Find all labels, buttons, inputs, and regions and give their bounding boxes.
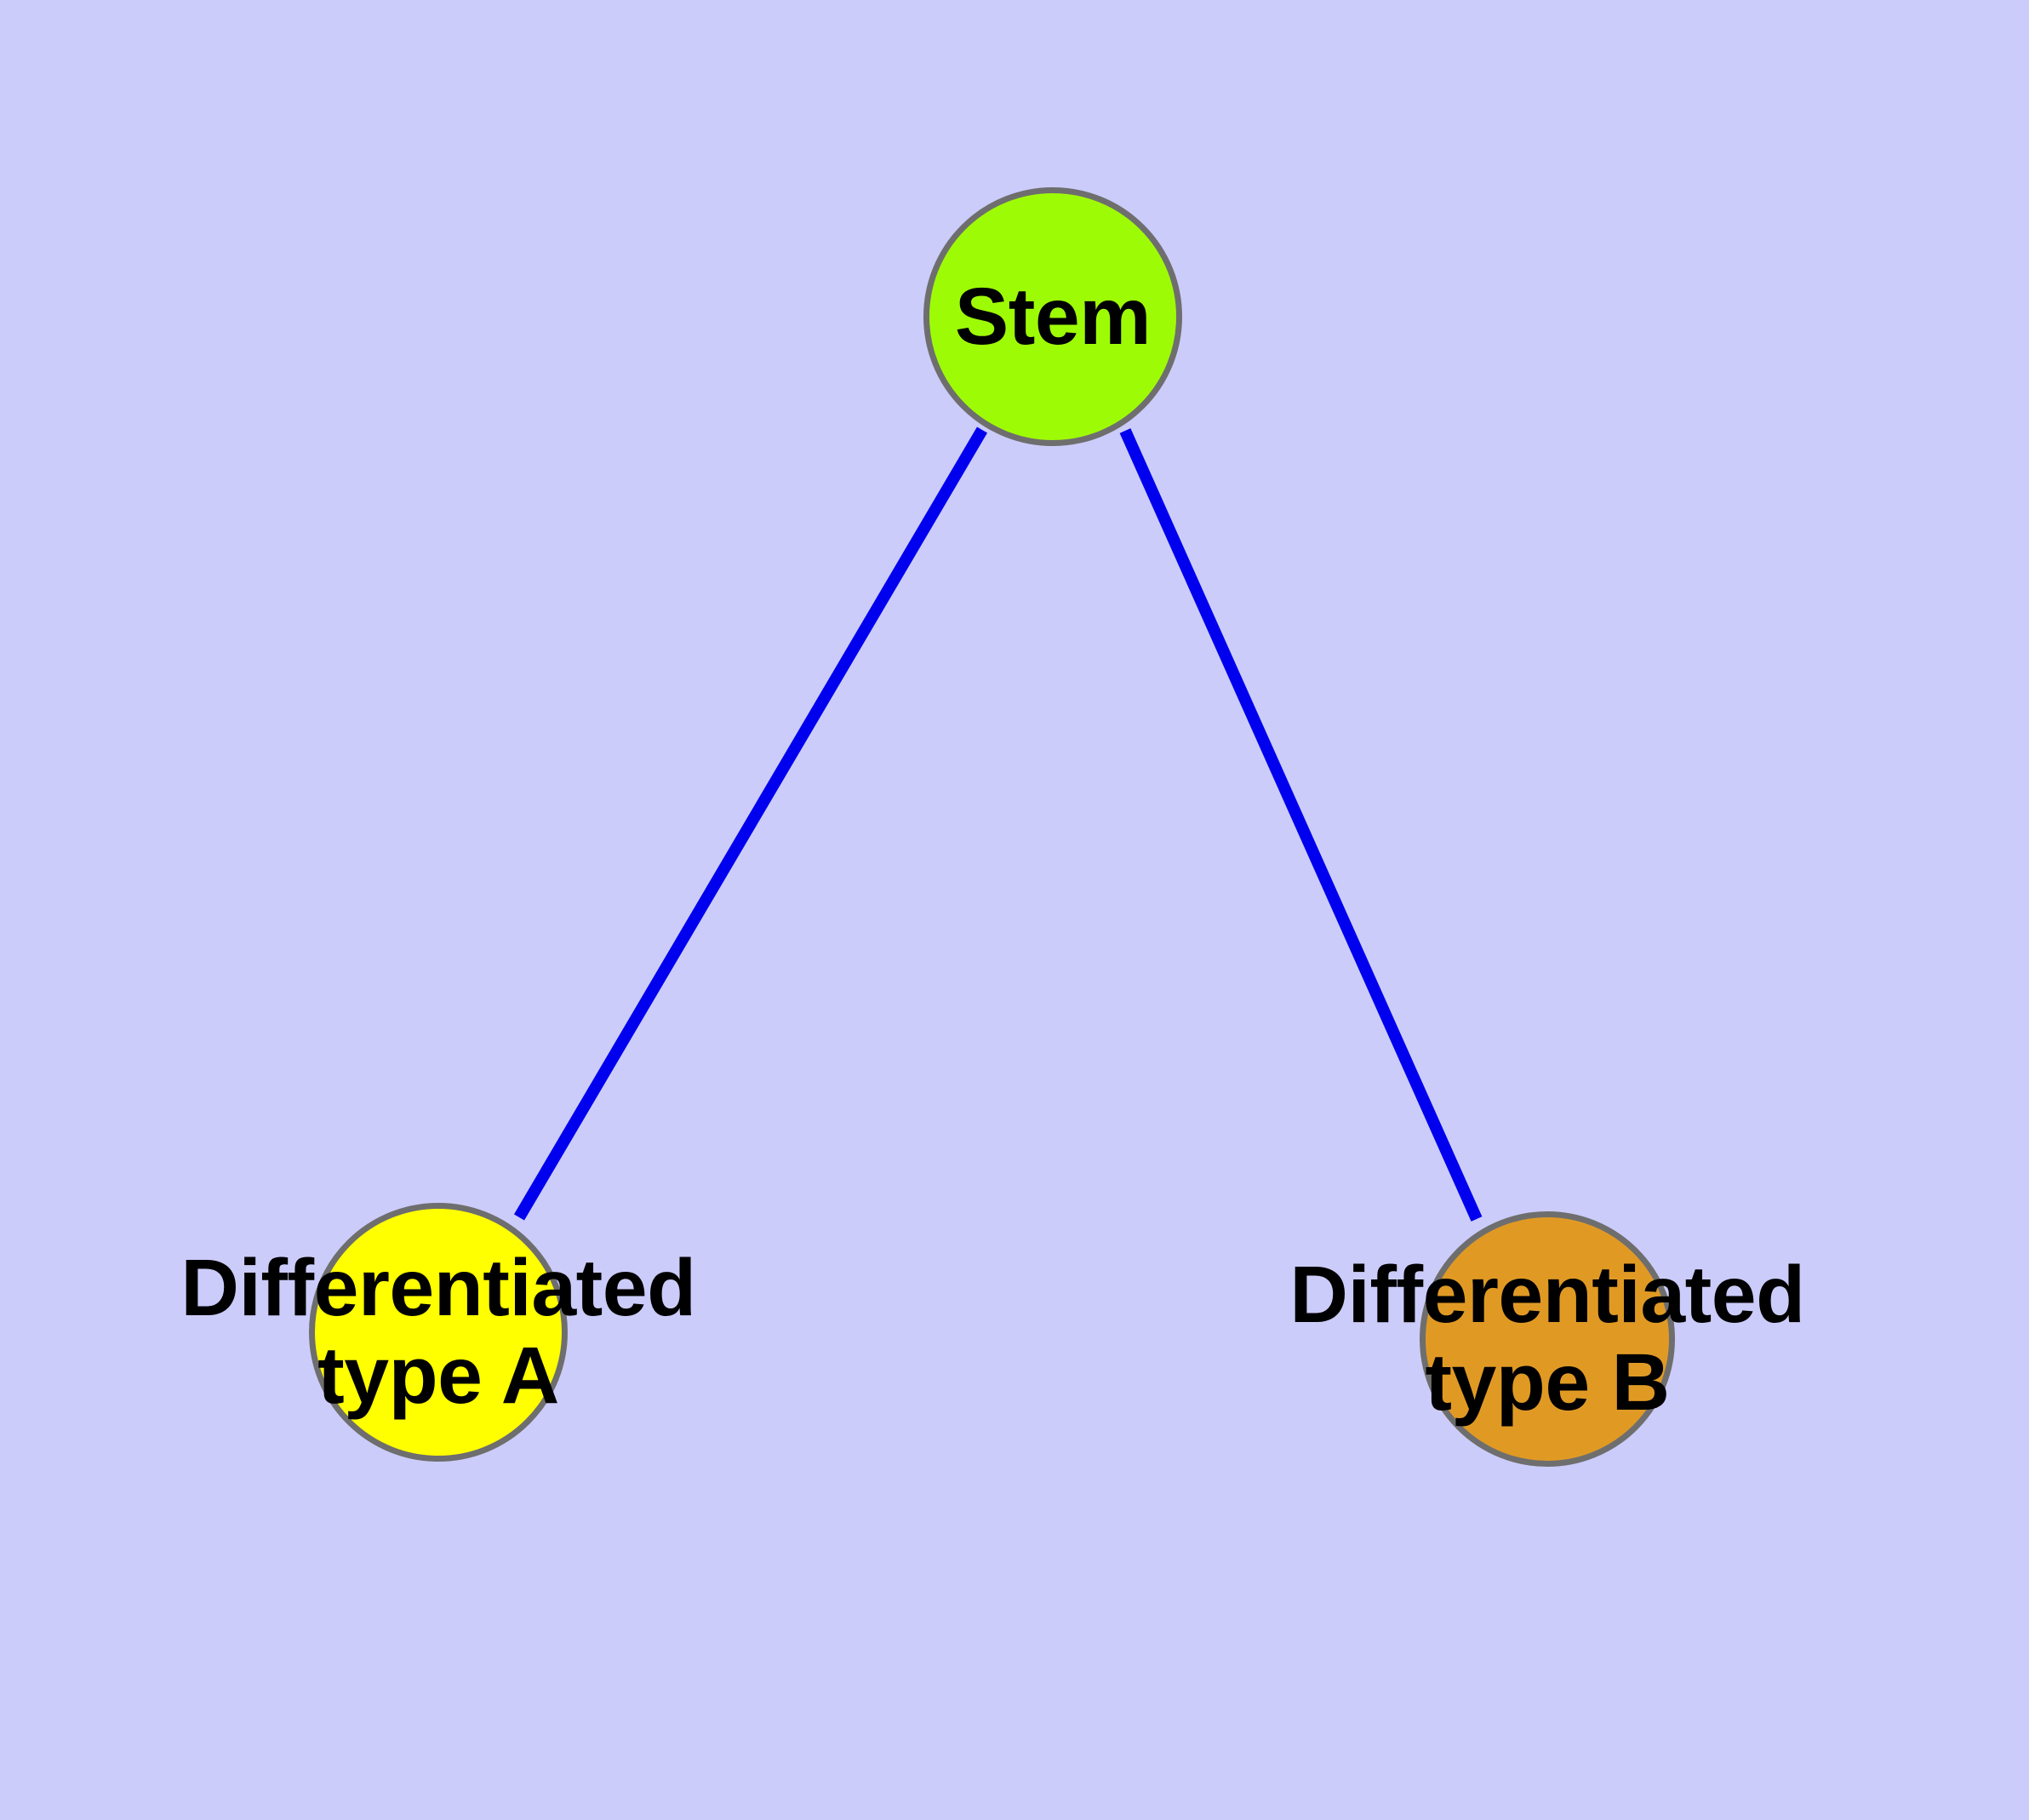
node-differentiated-type-a-circle[interactable]: [309, 1203, 568, 1462]
edge-stem-to-type-a[interactable]: [513, 426, 988, 1221]
edge-stem-to-type-b[interactable]: [1119, 428, 1483, 1222]
node-differentiated-type-b-circle[interactable]: [1420, 1211, 1675, 1467]
node-stem-circle[interactable]: [923, 187, 1182, 446]
